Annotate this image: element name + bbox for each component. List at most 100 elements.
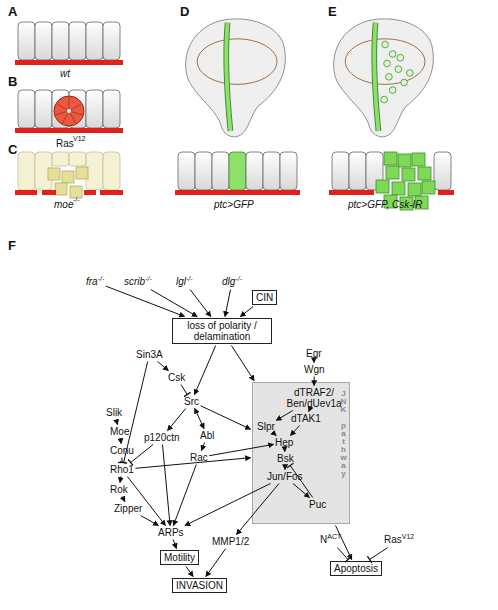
- genotype-label: moe: [54, 199, 73, 210]
- illustration-part: [395, 66, 402, 73]
- illustration-part: [434, 152, 451, 190]
- illustration-part: [381, 41, 413, 103]
- node-text: p120ctn: [144, 432, 180, 443]
- inhibition-line: [122, 458, 123, 463]
- illustration-part: [103, 22, 120, 60]
- inhibition-line: [181, 385, 187, 395]
- illustration-part: [381, 96, 388, 103]
- process-box: Motility: [160, 550, 199, 565]
- gene-label: scrib-/-: [124, 276, 152, 288]
- illustration-part: [422, 181, 435, 194]
- gene-label: Zipper: [114, 503, 142, 514]
- node-text: ARPs: [158, 527, 184, 538]
- activation-arrow: [225, 290, 231, 317]
- illustration-part: [263, 152, 280, 190]
- illustration-part: [397, 54, 404, 61]
- activation-arrow: [173, 540, 176, 549]
- activation-arrow: [120, 439, 122, 444]
- activation-arrow: [231, 346, 254, 381]
- illustration-part: [334, 19, 434, 137]
- gene-label: Wgn: [304, 364, 325, 375]
- illustration-part: [386, 166, 399, 179]
- illustration-part: [438, 190, 454, 195]
- superscript-text: -/-: [98, 275, 105, 282]
- gene-label: ARPs: [158, 527, 184, 538]
- gene-label: NACT: [320, 534, 341, 546]
- node-text: Csk: [168, 372, 185, 383]
- illustration-part: [52, 152, 69, 166]
- node-text: Sin3A: [136, 349, 163, 360]
- illustration-part: [86, 90, 103, 128]
- illustration-part: [349, 152, 366, 190]
- epithelium-wt: [18, 22, 120, 60]
- gene-label: Egr: [306, 348, 322, 359]
- pathway-box: JNK pathwaydTRAF2/ Ben/dUev1adTAK1SlprHe…: [252, 382, 350, 524]
- gene-label: Bsk: [277, 453, 294, 464]
- gene-label: lgl-/-: [176, 276, 193, 288]
- superscript-text: -/-: [235, 275, 242, 282]
- illustration-part: [62, 171, 74, 183]
- illustration-part: [212, 152, 229, 190]
- gene-label: Rok: [110, 484, 128, 495]
- activation-arrow: [122, 497, 125, 502]
- process-box: loss of polarity / delamination: [172, 318, 272, 344]
- illustration-part: [226, 23, 230, 131]
- gene-label: p120ctn: [144, 432, 180, 443]
- illustration-part: [52, 22, 69, 60]
- process-box: CIN: [252, 290, 277, 305]
- gene-label: Slpr: [257, 421, 275, 432]
- illustration-part: [386, 73, 393, 80]
- gene-label: Hep: [275, 437, 293, 448]
- illustration-part: [35, 22, 52, 60]
- gene-label: Slik: [106, 407, 122, 418]
- node-text: Abl: [200, 430, 214, 441]
- genotype-label: ptc>GFP: [214, 199, 254, 210]
- illustration-part: [69, 97, 70, 111]
- gene-label: Sin3A: [136, 349, 163, 360]
- superscript-text: -/-: [186, 275, 193, 282]
- node-text: Wgn: [304, 364, 325, 375]
- process-box: INVASION: [172, 578, 227, 593]
- ras-tumor-sphere: [54, 96, 84, 126]
- node-text: Conu: [110, 445, 134, 456]
- activation-arrow: [127, 477, 165, 526]
- activation-arrow: [141, 516, 159, 526]
- illustration-part: [384, 152, 397, 165]
- node-text: dTAK1: [291, 413, 321, 424]
- node-text: Rho1: [110, 464, 134, 475]
- illustration-part: [412, 153, 425, 166]
- illustration-part: [55, 183, 67, 195]
- node-text: Apoptosis: [334, 563, 378, 574]
- node-text: Bsk: [277, 453, 294, 464]
- node-text: dTRAF2/ Ben/dUev1a: [286, 387, 341, 409]
- activation-arrow: [120, 477, 122, 483]
- panel-letter: B: [8, 74, 17, 89]
- illustration-part: [69, 22, 86, 60]
- activation-arrow: [106, 286, 185, 316]
- activation-arrow: [116, 420, 118, 425]
- illustration-part: [246, 152, 263, 190]
- activation-arrow: [201, 406, 251, 430]
- illustration-part: [389, 87, 396, 94]
- genotype-label: Ras: [56, 138, 74, 149]
- illustration-part: [389, 51, 396, 58]
- illustration-part: [329, 190, 454, 195]
- activation-arrow: [173, 465, 196, 526]
- node-text: scrib: [124, 276, 145, 287]
- node-text: Motility: [164, 552, 195, 563]
- gene-label: Abl: [200, 430, 214, 441]
- illustration-part: [178, 152, 297, 190]
- illustration-part: [42, 190, 56, 195]
- illustration-part: [18, 152, 35, 190]
- illustration-part: [329, 190, 374, 195]
- illustration-part: [76, 167, 88, 179]
- activation-arrow: [163, 445, 171, 526]
- illustration-part: [226, 23, 230, 131]
- illustration-part: [103, 152, 120, 190]
- illustration-part: [55, 111, 69, 115]
- illustration-part: [406, 70, 413, 77]
- gene-label: Moe: [110, 426, 129, 437]
- node-text: Hep: [275, 437, 293, 448]
- illustration-part: [55, 97, 83, 124]
